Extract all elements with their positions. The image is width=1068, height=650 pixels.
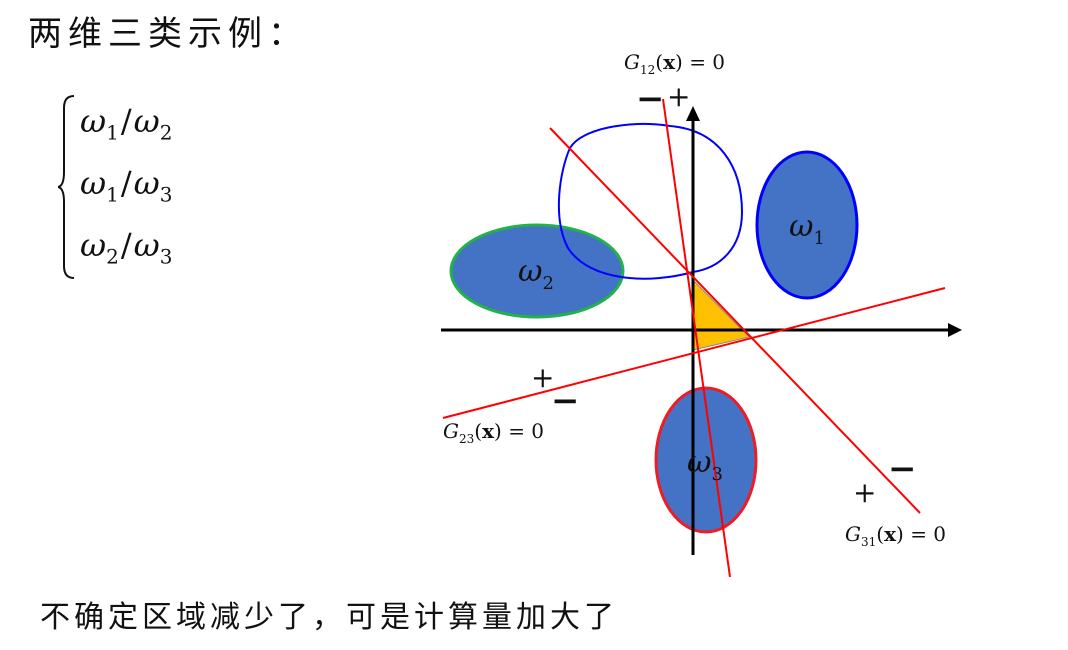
- case-item: ω1/ω3: [80, 164, 173, 207]
- uncertain-region: [692, 278, 750, 351]
- sign-minus-g23: −: [551, 381, 580, 421]
- left-brace-icon: [58, 95, 75, 279]
- sign-minus-g31: −: [888, 449, 917, 489]
- class-omega1-region: [755, 150, 859, 300]
- boundary-g31: [549, 127, 921, 514]
- class-omega2-region: [449, 223, 625, 319]
- class-label-omega1: ω1: [789, 209, 825, 249]
- page-title: 两维三类示例：: [28, 14, 308, 54]
- boundary-label-g12: G12(x) = 0: [624, 50, 725, 77]
- freehand-loop: [557, 123, 744, 280]
- boundary-label-g23: G23(x) = 0: [443, 419, 544, 446]
- sign-plus-g23: +: [531, 361, 554, 394]
- bottom-note: 不确定区域减少了，可是计算量加大了: [40, 600, 618, 635]
- boundary-label-g31: G31(x) = 0: [845, 522, 946, 549]
- class-label-omega3: ω3: [687, 445, 723, 485]
- x-axis-arrow-icon: [948, 323, 962, 337]
- sign-minus-g12: −: [636, 79, 665, 119]
- class-label-omega2: ω2: [518, 254, 554, 294]
- boundary-g12: [662, 98, 731, 578]
- boundary-g23: [442, 287, 946, 419]
- case-item: ω2/ω3: [80, 226, 173, 269]
- sign-plus-g12: +: [667, 80, 690, 113]
- y-axis-arrow-icon: [686, 106, 700, 121]
- case-item: ω1/ω2: [80, 102, 173, 145]
- sign-plus-g31: +: [853, 476, 876, 509]
- class-omega3-region: [654, 386, 758, 534]
